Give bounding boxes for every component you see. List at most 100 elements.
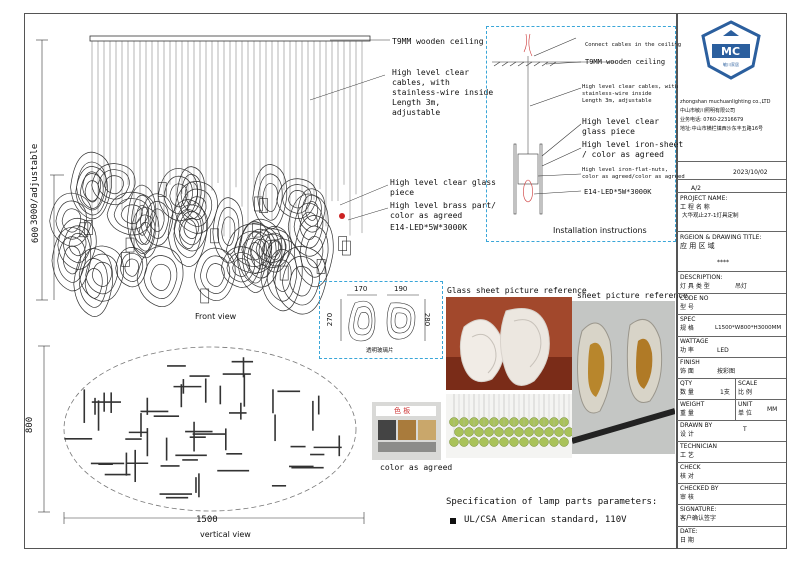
finish-value: 按彩图 [717,368,736,375]
front-glass-piece [276,178,318,219]
front-glass-piece [169,183,188,208]
front-glass-piece [272,259,292,292]
finish-cn-label: 饰 面 [680,368,694,375]
front-glass-piece [136,246,184,307]
front-brass-part [210,228,219,244]
front-glass-piece [266,248,298,302]
inst-iron-sheet: High level iron-sheet / color as agreed [582,140,684,159]
front-brass-part [252,222,261,238]
front-glass-piece [124,258,139,277]
scale-label: SCALE [738,380,758,387]
front-brass-part [79,222,89,238]
green-glass-ball [519,437,529,447]
dim-vertical-height: 800 [25,416,36,434]
front-glass-piece [49,192,93,247]
inst-cables: High level clear cables, with stainless-… [582,84,679,104]
front-glass-piece [250,238,271,270]
front-glass-piece [57,217,97,270]
installation-label: Installation instructions [553,226,647,235]
front-glass-piece [237,218,283,288]
green-glass-ball [559,437,569,447]
spec-bullet [450,518,456,524]
company-phone: 业务电话: 0760-22316679 [680,117,744,123]
chandelier-photo [446,394,572,458]
front-glass-piece [287,193,329,257]
front-glass-piece [126,184,157,254]
logo-sub: 敏川家居 [723,62,739,67]
front-glass-piece [206,263,225,287]
green-glass-ball [549,437,559,447]
front-glass-piece [115,247,148,288]
front-glass-pieces [49,151,334,317]
green-glass-ball [534,427,544,437]
front-glass-piece [143,254,178,299]
front-glass-piece [163,175,193,215]
glass-ref-title: Glass sheet picture reference [447,286,587,295]
green-glass-ball [554,427,564,437]
front-glass-piece [301,194,322,227]
front-glass-piece [247,241,263,274]
green-glass-ball [529,437,539,447]
tech-label: TECHNICIAN [680,443,717,450]
swatch-title: 色 板 [394,407,411,415]
front-glass-piece [257,173,283,221]
company-en: zhongshan muchuanlighting co.,LTD [680,99,771,105]
front-glass-piece [180,173,202,213]
weight-label: WEIGHT [680,401,705,408]
green-glass-ball [489,437,499,447]
front-glass-piece [186,196,207,220]
green-glass-balls [449,394,572,447]
title-block: MC 敏川家居 zhongshan muchuanlighting co.,LT… [676,13,787,549]
front-glass-piece [70,151,112,220]
front-glass-piece [194,247,236,302]
weight-cn-label: 重 量 [680,410,694,417]
front-glass-piece [226,223,280,274]
qty-label: QTY [680,380,693,387]
front-glass-piece [85,253,119,295]
front-glass-piece [78,245,124,302]
front-glass-piece [220,246,261,288]
inst-led: E14-LED*5W*3000K [584,188,652,196]
front-brass-part [121,252,130,267]
front-brass-part [259,198,268,213]
region-cn-label: 应 用 区 域 [680,242,715,250]
glass-sheet-photo [446,297,572,390]
front-glass-piece [262,182,279,213]
company-cn: 中山市敏川照明有限公司 [680,108,736,114]
front-glass-piece [173,204,209,252]
green-glass-ball [504,427,514,437]
front-glass-piece [282,184,312,214]
signature-label: SIGNATURE: [680,506,717,513]
green-glass-ball [454,427,464,437]
logo-text: MC [721,45,741,58]
front-brass-part [157,182,167,197]
color-swatch-photo: 色 板 [372,402,441,460]
unit-label: UNIT [738,401,753,408]
front-glass-piece [61,208,82,233]
front-glass-piece [179,218,197,249]
installation-drawing [492,33,616,215]
front-glass-piece [176,166,206,220]
callout-glass-piece: High level clear glass piece [390,178,496,197]
glass-width-2: 190 [394,285,408,293]
front-brass-part [254,196,263,212]
front-glass-piece [73,248,114,317]
front-glass-piece [249,228,292,268]
vertical-view-drawing [63,346,357,512]
description-label: DESCRIPTION: [680,274,723,281]
front-glass-piece [305,235,324,269]
green-glass-ball [449,437,459,447]
front-glass-piece [135,204,149,236]
front-glass-piece [178,211,204,246]
spec-standard: UL/CSA American standard, 110V [464,515,627,525]
project-value: 大华观止27-1灯具定制 [682,213,739,219]
front-glass-piece [242,231,268,284]
front-brass-part [200,288,210,304]
front-glass-piece [293,215,334,288]
green-glass-ball [469,437,479,447]
front-glass-piece [68,232,87,257]
callout-ceiling: T9MM wooden ceiling [392,37,484,46]
front-glass-piece [63,225,92,263]
callout-cables: High level clear cables, with stainless-… [392,68,494,117]
front-glass-piece [293,202,324,249]
